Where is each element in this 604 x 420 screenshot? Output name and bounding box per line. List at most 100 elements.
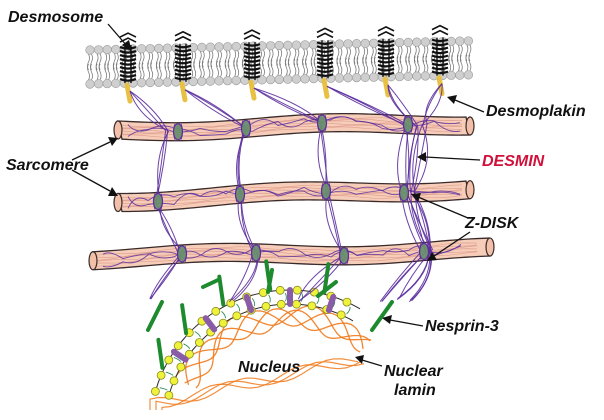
desmosome-coil bbox=[377, 39, 395, 76]
arrowhead-z-disk-top bbox=[411, 193, 421, 202]
desmosome-coil bbox=[431, 38, 449, 75]
desmosome bbox=[377, 26, 395, 98]
lipid-tail bbox=[396, 56, 403, 73]
lipid-head-outer bbox=[369, 38, 379, 48]
desmin-filament bbox=[387, 84, 430, 300]
label-sarcomere: Sarcomere bbox=[6, 157, 89, 174]
envelope-dot bbox=[292, 285, 302, 295]
lipid-tail bbox=[155, 62, 162, 79]
label-desmosome: Desmosome bbox=[8, 9, 103, 26]
label-nuclear-lamin-2: lamin bbox=[394, 382, 436, 399]
desmosome-coil bbox=[243, 43, 261, 79]
arrowhead-desmin bbox=[417, 152, 426, 162]
arrowhead-desmosome bbox=[122, 40, 132, 52]
desmosome-cap bbox=[243, 29, 261, 40]
lipid-tail bbox=[302, 48, 308, 66]
nesprin bbox=[201, 278, 220, 289]
arrow-desmoplakin bbox=[454, 99, 485, 113]
lipid-head-outer bbox=[197, 42, 207, 52]
lipid-tail bbox=[87, 63, 93, 81]
lipid-tail bbox=[164, 61, 171, 79]
nesprin bbox=[316, 280, 338, 298]
fiber-end bbox=[88, 251, 98, 271]
lipid-head-outer bbox=[205, 42, 215, 52]
lipid-head-outer bbox=[214, 42, 224, 52]
envelope-dot bbox=[173, 341, 183, 351]
lipid-head-inner bbox=[93, 79, 104, 89]
lipid-tail bbox=[104, 53, 111, 70]
envelope-tail bbox=[221, 311, 226, 319]
lipid-tail bbox=[147, 52, 154, 69]
lipid-tail bbox=[233, 60, 240, 77]
lipid-head-outer bbox=[231, 41, 241, 52]
lipid-tail bbox=[95, 53, 102, 70]
desmosome-cap bbox=[316, 27, 334, 39]
lipid-tail bbox=[267, 59, 274, 76]
arrow-desmosome bbox=[107, 23, 128, 47]
lipid-head-outer bbox=[455, 36, 465, 46]
label-z-disk: Z-DISK bbox=[464, 215, 520, 232]
nuclear-pore bbox=[170, 348, 189, 363]
lipid-head-outer bbox=[291, 40, 302, 50]
lipid-tail bbox=[422, 45, 429, 63]
desmoplakin bbox=[321, 77, 330, 99]
lipid-tail bbox=[465, 44, 472, 62]
nesprin bbox=[156, 337, 165, 370]
lipid-head-outer bbox=[360, 38, 370, 48]
lipid-head-inner bbox=[205, 76, 215, 86]
lipid-head-inner bbox=[102, 78, 112, 89]
lipid-tail bbox=[259, 59, 265, 77]
fiber-stripe bbox=[96, 251, 478, 267]
lipid-head-outer bbox=[300, 40, 310, 50]
z-disk-ring bbox=[241, 120, 251, 137]
lipid-head-inner bbox=[214, 76, 224, 86]
lipid-tail bbox=[293, 58, 300, 76]
desmosome bbox=[119, 32, 137, 104]
envelope-dot bbox=[261, 301, 271, 311]
envelope-tail bbox=[251, 298, 256, 307]
lipid-tail bbox=[310, 58, 317, 75]
arrowhead-sarcomere-bottom bbox=[108, 187, 118, 196]
fiber-end bbox=[113, 120, 123, 140]
desmosome-group bbox=[119, 24, 449, 104]
lipid-head-outer bbox=[111, 44, 121, 54]
z-disk bbox=[402, 116, 414, 134]
lipid-head-inner bbox=[369, 72, 379, 82]
lipid-head-inner bbox=[420, 71, 431, 81]
envelope-tail bbox=[183, 343, 191, 350]
lipid-tail bbox=[216, 60, 222, 78]
lipid-tail bbox=[362, 47, 369, 64]
lipid-head-outer bbox=[412, 37, 422, 47]
lipid-tail bbox=[353, 57, 360, 74]
z-disk bbox=[176, 245, 188, 263]
lipid-tail bbox=[405, 46, 412, 63]
lipid-head-inner bbox=[274, 74, 284, 85]
lipid-tail bbox=[362, 57, 369, 74]
lipid-tail bbox=[164, 51, 171, 69]
arrow-sarcomere-top bbox=[71, 141, 111, 161]
desmosome bbox=[316, 27, 334, 99]
envelope-dot bbox=[307, 301, 317, 311]
lipid-head-inner bbox=[463, 70, 474, 80]
envelope-dot bbox=[336, 310, 346, 320]
lipid-head-outer bbox=[85, 45, 95, 55]
nesprin bbox=[180, 303, 189, 336]
lipid-tail bbox=[198, 61, 205, 78]
nesprin bbox=[322, 262, 331, 295]
desmosome-cap bbox=[431, 24, 449, 36]
lipid-head-inner bbox=[266, 75, 276, 85]
lipid-tail bbox=[448, 45, 455, 62]
lipid-tail bbox=[112, 63, 119, 80]
lipid-head-inner bbox=[223, 76, 233, 86]
lipid-tail bbox=[198, 51, 205, 68]
arrowhead-nuclear-lamin bbox=[355, 355, 364, 364]
lipid-tail bbox=[353, 47, 360, 64]
z-disk-ring bbox=[419, 243, 429, 260]
lipid-tail bbox=[413, 55, 420, 73]
envelope-dot bbox=[194, 338, 204, 347]
envelope-dot bbox=[275, 285, 285, 295]
lipid-head-outer bbox=[162, 43, 172, 53]
lamin-strand bbox=[155, 361, 365, 410]
lipid-tail bbox=[370, 57, 377, 74]
z-disk bbox=[338, 247, 350, 265]
